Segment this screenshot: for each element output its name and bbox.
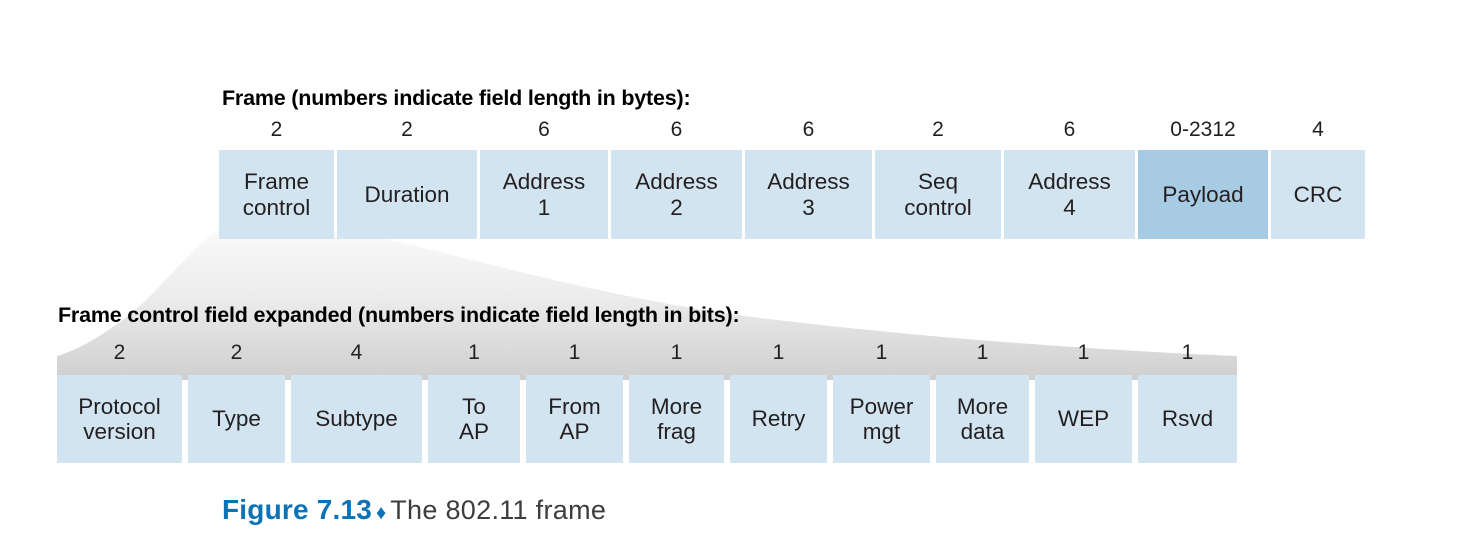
figure-caption-text: The 802.11 frame (390, 495, 607, 525)
field-line: More (650, 393, 703, 419)
frame-length-label: 0-2312 (1170, 118, 1236, 141)
fc-field-protocol-version[interactable]: Protocol version (57, 375, 182, 463)
frame-field-address-2[interactable]: Address 2 (611, 150, 742, 239)
figure-number: Figure 7.13 (222, 494, 373, 525)
diamond-icon: ♦ (376, 502, 387, 524)
fc-field-power-mgt[interactable]: Power mgt (833, 375, 930, 463)
field-line: CRC (1293, 181, 1343, 207)
expansion-funnel-shape (57, 230, 1237, 380)
field-line: frag (657, 419, 696, 444)
field-line: Address (502, 169, 586, 195)
field-line: 4 (1063, 194, 1076, 220)
bit-length-label: 2 (230, 341, 243, 364)
frame-field-seq-control[interactable]: Seq control (875, 150, 1001, 239)
bit-length-label: 1 (976, 341, 989, 364)
fc-field-wep[interactable]: WEP (1035, 375, 1132, 463)
frame-length-label: 2 (270, 118, 283, 141)
bit-length-label: 1 (568, 341, 581, 364)
frame-length-label: 6 (1063, 118, 1076, 141)
field-line: 1 (537, 194, 551, 220)
field-line: More (956, 393, 1009, 419)
field-line: Address (1028, 169, 1111, 195)
bit-length-label: 1 (875, 341, 888, 364)
field-line: AP (458, 419, 489, 444)
field-line: Duration (364, 181, 450, 207)
fc-field-more-data[interactable]: More data (936, 375, 1029, 463)
field-line: To (462, 393, 486, 419)
field-line: From (548, 393, 601, 419)
frame-field-address-1[interactable]: Address 1 (480, 150, 608, 239)
frame-length-label: 4 (1312, 118, 1324, 141)
field-line: Payload (1162, 181, 1244, 207)
field-line: 2 (670, 194, 683, 220)
field-line: Protocol (78, 393, 161, 419)
bit-length-label: 1 (1181, 341, 1194, 364)
frame-field-frame-control[interactable]: Frame control (219, 150, 334, 239)
bit-length-label: 2 (113, 341, 126, 364)
field-line: control (904, 194, 972, 220)
frame-length-label: 6 (670, 118, 683, 141)
frame-length-label: 6 (538, 118, 550, 141)
bit-length-label: 1 (670, 341, 683, 364)
fc-field-subtype[interactable]: Subtype (291, 375, 422, 463)
field-line: Seq (917, 169, 959, 195)
field-line: AP (559, 419, 590, 444)
frame-control-section-heading: Frame control field expanded (numbers in… (58, 303, 740, 327)
frame-field-address-3[interactable]: Address 3 (745, 150, 872, 239)
bit-length-label: 4 (350, 341, 363, 364)
fc-field-type[interactable]: Type (188, 375, 285, 463)
frame-field-payload[interactable]: Payload (1138, 150, 1268, 239)
field-line: mgt (862, 419, 901, 444)
frame-field-crc[interactable]: CRC (1271, 150, 1365, 239)
frame-length-label: 6 (802, 118, 815, 141)
fc-field-more-frag[interactable]: More frag (629, 375, 724, 463)
field-line: Type (212, 406, 261, 432)
fc-field-rsvd[interactable]: Rsvd (1138, 375, 1237, 463)
frame-length-label: 2 (401, 118, 413, 141)
bit-length-label: 1 (772, 341, 785, 364)
field-line: Address (767, 169, 850, 195)
field-line: data (960, 419, 1005, 444)
field-line: WEP (1057, 406, 1110, 432)
field-line: Frame (243, 169, 309, 195)
field-line: Address (635, 169, 718, 195)
frame-length-label: 2 (932, 118, 944, 141)
bit-length-label: 1 (468, 341, 480, 364)
field-line: control (242, 194, 311, 220)
fc-field-from-ap[interactable]: From AP (526, 375, 623, 463)
fc-field-retry[interactable]: Retry (730, 375, 827, 463)
fc-field-to-ap[interactable]: To AP (428, 375, 520, 463)
field-line: Subtype (315, 406, 398, 432)
frame-field-duration[interactable]: Duration (337, 150, 477, 239)
field-line: Rsvd (1161, 406, 1214, 432)
frame-field-address-4[interactable]: Address 4 (1004, 150, 1135, 239)
field-line: Power (849, 393, 914, 419)
field-line: Retry (751, 406, 806, 432)
frame-section-heading: Frame (numbers indicate field length in … (222, 86, 691, 110)
bit-length-label: 1 (1077, 341, 1090, 364)
field-line: 3 (802, 194, 815, 220)
field-line: version (83, 419, 156, 444)
figure-caption: Figure 7.13♦The 802.11 frame (222, 494, 606, 526)
